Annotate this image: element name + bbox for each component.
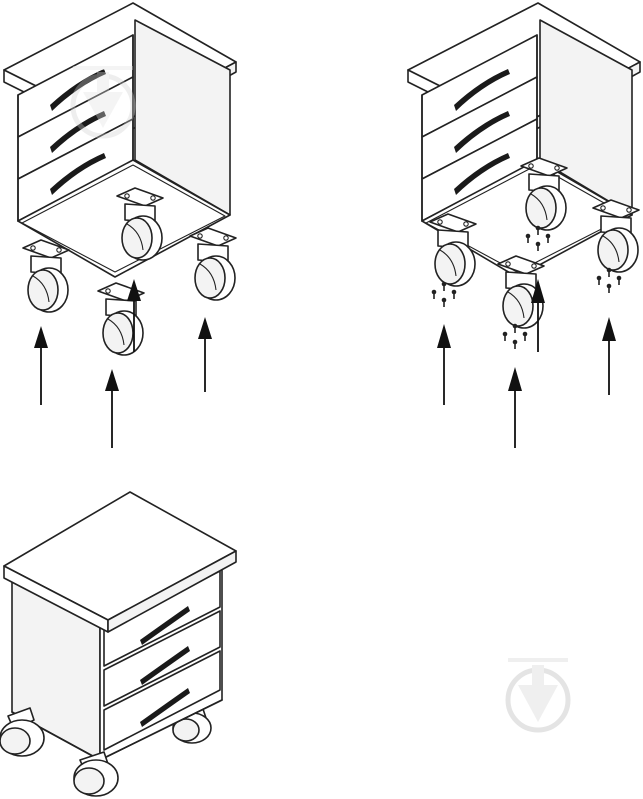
arrow-up-left-2: [437, 324, 451, 405]
arrow-up-right: [198, 317, 212, 392]
arrow-up-center-2: [508, 367, 522, 448]
cabinet-upside-view: [3, 2, 237, 278]
caster-front-left: [22, 239, 70, 313]
result-top: [3, 491, 237, 633]
arrow-up-back-2: [531, 279, 545, 352]
result-drawer-2: [103, 610, 221, 707]
arrow-up-center: [105, 369, 119, 448]
caster-fixed-right: [592, 199, 640, 273]
arrow-up-right-2: [602, 317, 616, 395]
down-arrow-watermark-icon-faint: [70, 66, 136, 139]
caster-front-right: [189, 227, 237, 301]
result-caster-front: [73, 751, 119, 797]
down-arrow-watermark-icon: [505, 658, 571, 733]
step-1-panel: [3, 2, 237, 448]
step-2-panel: [407, 2, 641, 448]
arrow-up-left: [34, 326, 48, 405]
caster-fixed-left: [429, 213, 477, 287]
result-panel: [0, 491, 237, 797]
arrow-up-back: [127, 279, 141, 352]
result-caster-left: [0, 707, 45, 757]
result-drawer-3: [103, 650, 221, 751]
